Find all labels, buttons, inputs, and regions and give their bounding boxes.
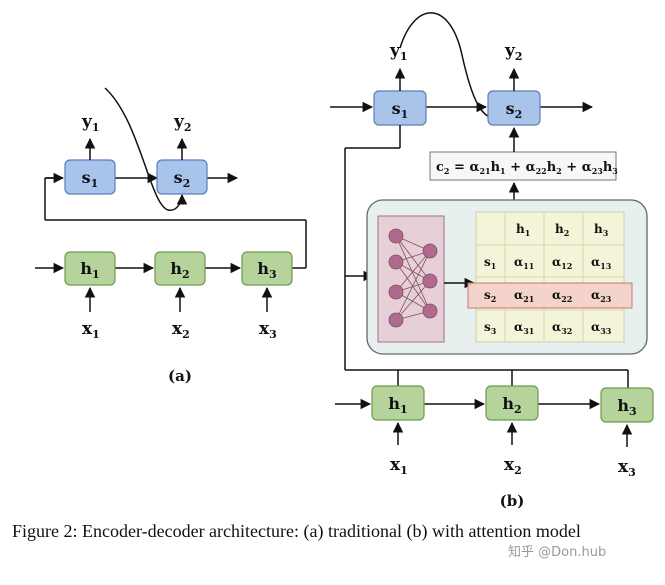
b-grid-row-s3: s3 [484,320,497,336]
a-input-x1: x1 [82,319,100,341]
svg-text:s2: s2 [506,99,523,121]
b-input-x2: x2 [504,455,522,477]
b-grid-cell-a22: α22 [552,288,572,304]
b-panel-label: (b) [500,492,525,510]
a-encoder-node-h2: h2 [154,251,206,286]
b-input-x3: x3 [618,457,636,479]
svg-text:s1: s1 [392,99,409,121]
svg-text:h2: h2 [502,394,521,416]
b-context-equation: c2 = α21h1 + α22h2 + α23h3 [436,160,618,176]
b-encoder-node-h1: h1 [371,385,425,421]
b-context-equation-box [429,151,617,181]
a-decoder-node-s2: s2 [156,159,208,195]
b-grid-lines [476,212,624,342]
b-grid-cell-a21: α21 [514,288,534,304]
a-input-x3: x3 [259,319,277,341]
svg-text:s2: s2 [174,168,191,190]
b-decoder-node-s2: s2 [487,90,541,126]
a-input-x2: x2 [172,319,190,341]
b-decoder-node-s1: s1 [373,90,427,126]
b-input-x1: x1 [390,455,408,477]
b-encoder-node-h3: h3 [600,387,654,423]
svg-text:h1: h1 [80,259,99,281]
svg-text:s1: s1 [82,168,99,190]
panel-b: s1 s2 y1 y2 c2 = α21h1 + α22h2 + α23h3 [330,12,654,510]
b-output-y1: y1 [389,41,408,63]
b-grid-cell-a32: α32 [552,320,572,336]
svg-text:h1: h1 [388,394,407,416]
b-grid-cell-a13: α13 [591,255,612,271]
b-grid-row-s1: s1 [484,255,496,271]
a-encoder-node-h3: h3 [241,251,293,286]
b-highlight-row [467,282,633,309]
b-grid-cell-a11: α11 [514,255,534,271]
a-decoder-node-s1: s1 [64,159,116,195]
b-grid-cell-a33: α33 [591,320,612,336]
b-grid-cell-a12: α12 [552,255,572,271]
b-network-neurons [388,228,438,328]
a-output-y1: y1 [81,112,100,134]
svg-text:h3: h3 [617,396,636,418]
b-grid-cell-a23: α23 [591,288,612,304]
a-output-feedback-curve [104,87,188,211]
a-encoder-node-h1: h1 [64,251,116,286]
figure-caption: Figure 2: Encoder-decoder architecture: … [12,521,581,541]
b-grid-cell-a31: α31 [514,320,534,336]
b-grid-col-h3: h3 [594,222,609,238]
b-grid-row-s2: s2 [484,288,496,304]
panel-a: s1 s2 y1 y2 h1 h2 h3 x1 x2 [35,87,307,385]
svg-text:h3: h3 [257,259,276,281]
a-panel-label: (a) [168,367,192,385]
b-grid-col-h2: h2 [555,222,569,238]
svg-text:h2: h2 [170,259,189,281]
watermark: 知乎 @Don.hub [508,545,607,560]
a-output-y2: y2 [173,112,192,134]
b-encoder-node-h2: h2 [485,385,539,421]
b-output-y2: y2 [504,41,523,63]
b-grid-col-h1: h1 [516,222,530,238]
